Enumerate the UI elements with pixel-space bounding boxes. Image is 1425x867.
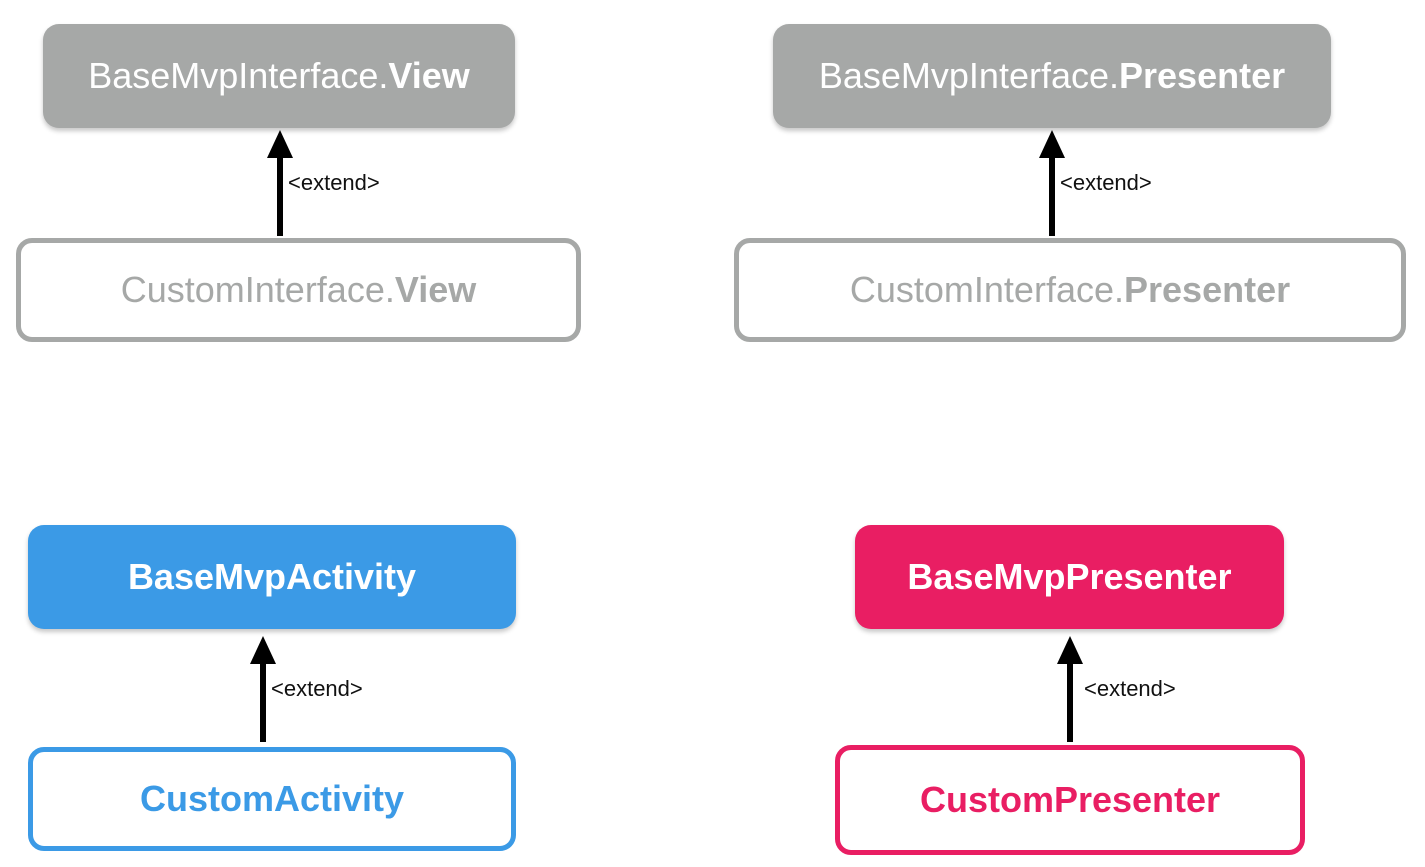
box-label: BaseMvpActivity bbox=[127, 556, 417, 597]
arrow-shaft bbox=[260, 662, 266, 742]
arrow-head bbox=[1039, 130, 1065, 158]
extend-arrow-presenter-interface bbox=[1039, 130, 1069, 236]
extend-arrow-activity bbox=[250, 636, 280, 742]
base-mvp-presenter-box: BaseMvpPresenter bbox=[855, 525, 1284, 629]
box-label: CustomActivity bbox=[139, 778, 405, 819]
box-suffix: View bbox=[388, 55, 470, 96]
box-prefix: BaseMvpInterface. bbox=[88, 55, 389, 96]
base-mvp-interface-view-box: BaseMvpInterface.View bbox=[43, 24, 515, 128]
extend-arrow-view bbox=[267, 130, 297, 236]
custom-interface-presenter-box: CustomInterface.Presenter bbox=[734, 238, 1406, 342]
box-suffix: Presenter bbox=[1124, 269, 1291, 310]
arrow-shaft bbox=[277, 156, 283, 236]
arrow-head bbox=[267, 130, 293, 158]
extend-arrow-presenter bbox=[1057, 636, 1087, 742]
custom-presenter-box: CustomPresenter bbox=[835, 745, 1305, 855]
box-suffix: View bbox=[394, 269, 477, 310]
base-mvp-activity-box: BaseMvpActivity bbox=[28, 525, 516, 629]
base-mvp-interface-presenter-box: BaseMvpInterface.Presenter bbox=[773, 24, 1331, 128]
custom-interface-view-box: CustomInterface.View bbox=[16, 238, 581, 342]
box-label: BaseMvpPresenter bbox=[907, 556, 1232, 597]
box-suffix: Presenter bbox=[1119, 55, 1286, 96]
extend-label-view: <extend> bbox=[288, 170, 380, 195]
box-prefix: CustomInterface. bbox=[849, 269, 1124, 310]
custom-activity-box: CustomActivity bbox=[28, 747, 516, 851]
box-prefix: BaseMvpInterface. bbox=[818, 55, 1120, 96]
arrow-head bbox=[250, 636, 276, 664]
extend-label-presenter-interface: <extend> bbox=[1060, 170, 1152, 195]
box-label: CustomPresenter bbox=[919, 779, 1221, 820]
box-prefix: CustomInterface. bbox=[120, 269, 395, 310]
arrow-shaft bbox=[1067, 662, 1073, 742]
arrow-head bbox=[1057, 636, 1083, 664]
arrow-shaft bbox=[1049, 156, 1055, 236]
extend-label-activity: <extend> bbox=[271, 676, 363, 701]
extend-label-presenter: <extend> bbox=[1084, 676, 1176, 701]
